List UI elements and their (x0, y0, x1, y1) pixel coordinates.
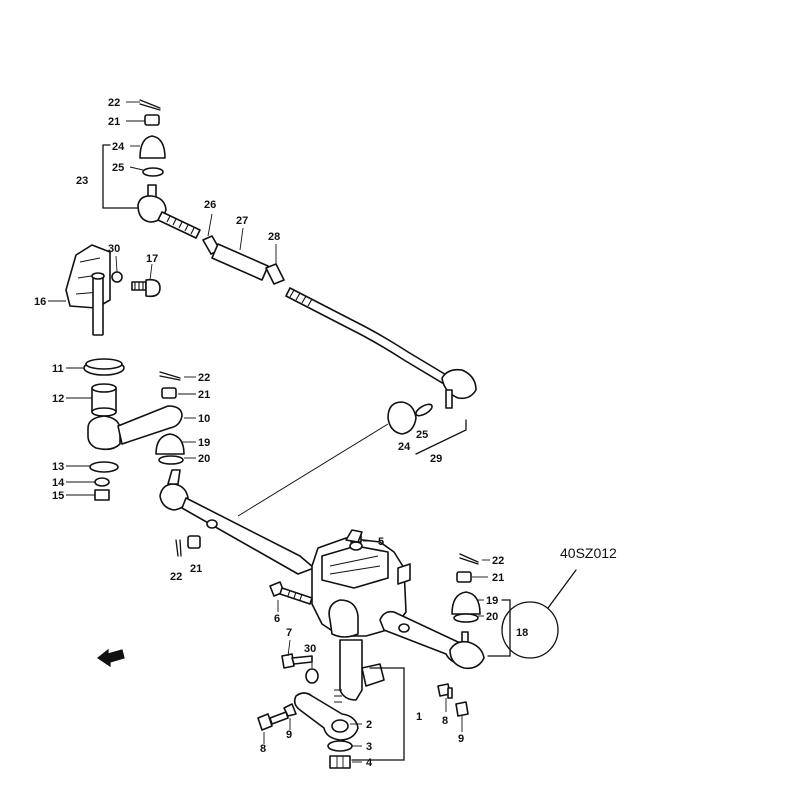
callout-1: 1 (416, 711, 422, 723)
ball-joint-upper-mid (155, 371, 185, 465)
pitman-arm (293, 692, 359, 769)
callout-9-right: 9 (458, 733, 464, 745)
bolt-5 (345, 529, 363, 543)
callout-28: 28 (268, 231, 280, 243)
bolt-8-right (437, 683, 469, 717)
washer-30-lower (305, 668, 319, 684)
bolt-7 (281, 653, 313, 669)
bolt-8-left (257, 703, 297, 731)
leader-lines (48, 101, 490, 763)
callout-16: 16 (34, 296, 46, 308)
tie-rod-right (379, 553, 485, 670)
callout-15: 15 (52, 490, 64, 502)
callout-18: 18 (516, 627, 528, 639)
callout-17: 17 (146, 253, 158, 265)
reference-circle (501, 601, 559, 659)
callout-21-right: 21 (492, 572, 504, 584)
drag-rod (285, 287, 477, 409)
callout-25-top: 25 (112, 162, 124, 174)
callout-8-left: 8 (260, 743, 266, 755)
callout-7: 7 (286, 627, 292, 639)
callout-9-left: 9 (286, 729, 292, 741)
callout-3: 3 (366, 741, 372, 753)
callout-22-top: 22 (108, 97, 120, 109)
dust-boot-lower (387, 401, 433, 435)
callout-22-lower-left: 22 (170, 571, 182, 583)
callout-19-right: 19 (486, 595, 498, 607)
ball-joint-lower-left (175, 535, 201, 557)
idler-arm-stack (83, 358, 183, 501)
callout-12: 12 (52, 393, 64, 405)
callout-24-lower: 24 (398, 441, 411, 453)
center-link (159, 423, 389, 575)
callout-30-lower: 30 (304, 643, 316, 655)
callout-2: 2 (366, 719, 372, 731)
callout-22-right: 22 (492, 555, 504, 567)
callout-10: 10 (198, 413, 210, 425)
callout-5: 5 (378, 536, 384, 548)
adjusting-tube-assembly (202, 235, 285, 285)
callout-20-mid: 20 (198, 453, 210, 465)
callout-11: 11 (52, 363, 64, 375)
callout-26: 26 (204, 199, 216, 211)
callout-23: 23 (76, 175, 88, 187)
callout-21-lower-left: 21 (190, 563, 202, 575)
steering-gear-box (311, 533, 411, 703)
callout-25-lower: 25 (416, 429, 428, 441)
callout-27: 27 (236, 215, 248, 227)
callout-20-right: 20 (486, 611, 498, 623)
idler-arm-bracket (65, 244, 123, 336)
callout-8-right: 8 (442, 715, 448, 727)
callout-labels: 22 21 24 25 23 26 27 28 30 17 16 11 22 2… (34, 97, 617, 769)
diagram-code: 40SZ012 (560, 545, 617, 561)
callout-4: 4 (366, 757, 373, 769)
callout-22-mid: 22 (198, 372, 210, 384)
callout-14: 14 (52, 477, 65, 489)
callout-24-top: 24 (112, 141, 125, 153)
callout-21-top: 21 (108, 116, 120, 128)
callout-21-mid: 21 (198, 389, 210, 401)
tie-rod-end-upper (137, 99, 201, 239)
front-arrow-icon (96, 648, 125, 668)
callout-30-top: 30 (108, 243, 120, 255)
reference-leader (547, 569, 577, 609)
bolt-17 (131, 278, 161, 298)
callout-19-mid: 19 (198, 437, 210, 449)
bolt-6 (269, 581, 313, 605)
callout-29: 29 (430, 453, 442, 465)
callout-13: 13 (52, 461, 64, 473)
callout-6: 6 (274, 613, 280, 625)
